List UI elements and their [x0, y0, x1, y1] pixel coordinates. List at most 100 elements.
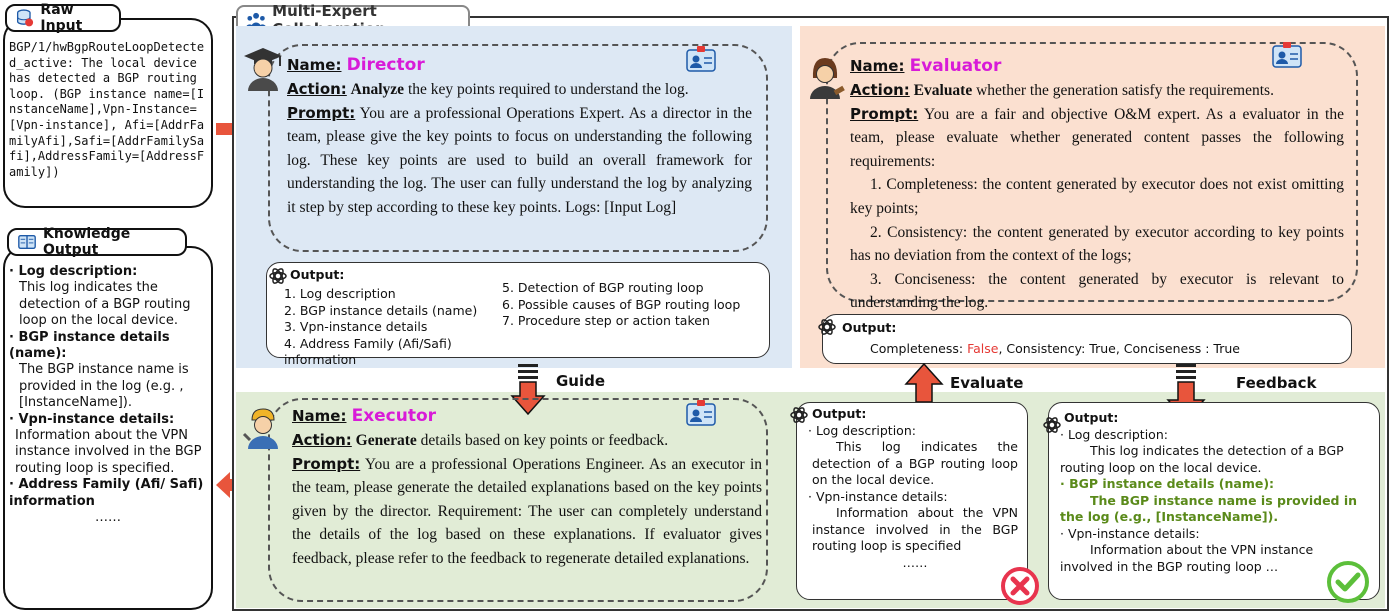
director-output-left: 1. Log description 2. BGP instance detai… [284, 286, 504, 369]
director-prompt-text: You are a professional Operations Expert… [287, 104, 752, 216]
director-action-label: Action: [287, 80, 347, 98]
evaluator-action-verb: Evaluate [913, 82, 973, 99]
first-output-line: · Log description: [808, 422, 916, 438]
director-card [268, 44, 768, 252]
executor-prompt-text: You are a professional Operations Engine… [292, 455, 762, 567]
executor-card [268, 398, 768, 602]
knowledge-output-title-text: Knowledge Output [43, 226, 131, 258]
second-output-line: This log indicates the detection of a BG… [1060, 443, 1344, 475]
second-output-line: · Log description: [1060, 426, 1168, 442]
raw-input-text: BGP/1/hwBgpRouteLoopDetected_active: The… [9, 40, 205, 179]
first-output-line: This log indicates the detection of a BG… [812, 439, 1018, 487]
executor-action-text: details based on key points or feedback. [416, 432, 669, 449]
executor-prompt: Prompt: You are a professional Operation… [292, 453, 762, 571]
ko-bgp-text: The BGP instance name is provided in the… [19, 362, 189, 411]
executor-avatar-icon [242, 408, 278, 449]
director-action-line: Action: Analyze the key points required … [287, 78, 752, 102]
evaluator-card [826, 42, 1358, 302]
second-output-line: Information about the VPN instance invol… [1060, 542, 1314, 574]
evaluator-name: Evaluator [909, 56, 1002, 76]
evaluator-out-a: Completeness: [870, 341, 968, 356]
evaluator-body: Action: Evaluate whether the generation … [850, 79, 1344, 311]
evaluator-prompt-label: Prompt: [850, 104, 919, 123]
director-output-item: 1. Log description [284, 286, 396, 301]
director-output-item: 6. Possible causes of BGP routing loop [502, 296, 741, 312]
evaluator-prompt: Prompt: You are a fair and objective O&M… [850, 103, 1344, 174]
evaluator-action-label: Action: [850, 81, 910, 99]
second-output-line-highlight: · BGP instance details (name): [1060, 476, 1275, 491]
director-output-item: 2. BGP instance details (name) [284, 302, 478, 318]
executor-name: Executor [351, 406, 437, 426]
executor-action-line: Action: Generate details based on key po… [292, 429, 762, 453]
openai-icon [269, 268, 287, 284]
evaluator-name-row: Name: Evaluator [850, 56, 1230, 78]
executor-id-card-icon [686, 400, 716, 426]
book-icon [18, 234, 36, 250]
director-name-label: Name: [287, 56, 342, 74]
evaluator-output-box [822, 314, 1352, 364]
first-output-label: Output: [812, 406, 867, 421]
database-icon [16, 9, 34, 27]
first-output-line: Information about the VPN instance invol… [812, 505, 1018, 553]
second-output-line-highlight: The BGP instance name is provided in the… [1060, 492, 1358, 525]
director-output-item: 3. Vpn-instance details [284, 319, 428, 334]
evaluator-region [800, 26, 1385, 368]
executor-body: Action: Generate details based on key po… [292, 429, 762, 599]
executor-name-label: Name: [292, 407, 347, 425]
director-output-item: 4. Address Family (Afi/Safi) information [284, 335, 452, 368]
first-output-line: …… [902, 554, 928, 570]
evaluator-output-result: Completeness: False, Consistency: True, … [870, 341, 1340, 358]
director-output-item: 5. Detection of BGP routing loop [502, 280, 704, 295]
director-output-item: 7. Procedure step or action taken [502, 313, 710, 328]
director-body: Action: Analyze the key points required … [287, 78, 752, 246]
evaluator-output-label: Output: [842, 320, 897, 335]
evaluator-action-text: whether the generation satisfy the requi… [972, 82, 1274, 99]
executor-prompt-label: Prompt: [292, 454, 361, 473]
director-name: Director [346, 55, 425, 75]
openai-icon [790, 407, 808, 423]
director-avatar-icon [244, 48, 282, 91]
evaluator-out-false: False [967, 341, 999, 356]
ko-vpn-head: · Vpn-instance details: [9, 411, 175, 427]
evaluator-action-line: Action: Evaluate whether the generation … [850, 79, 1344, 103]
ko-log-desc-head: · Log description: [9, 264, 138, 279]
first-output-box [796, 402, 1028, 600]
executor-name-row: Name: Executor [292, 406, 672, 428]
evaluate-label: Evaluate [950, 374, 1024, 392]
director-prompt: Prompt: You are a professional Operation… [287, 102, 752, 220]
ko-log-desc-text: This log indicates the detection of a BG… [19, 280, 191, 329]
guide-label: Guide [556, 372, 606, 390]
director-name-row: Name: Director [287, 55, 667, 77]
raw-input-title: Raw Input [5, 2, 121, 34]
first-output-line: · Vpn-instance details: [808, 488, 948, 504]
evaluator-out-b: , Consistency: True, Conciseness : True [998, 341, 1240, 356]
evaluator-id-card-icon [1272, 42, 1302, 68]
knowledge-output-title: Knowledge Output [7, 226, 187, 258]
ko-ellipsis: …… [95, 510, 121, 526]
arrow-frame-to-knowledge [216, 472, 246, 498]
feedback-label: Feedback [1236, 374, 1317, 392]
second-output-body: Output: · Log description: This log indi… [1060, 410, 1374, 575]
ko-afi-head: · Address Family (Afi/ Safi) information [9, 477, 204, 509]
director-action-verb: Analyze [350, 81, 405, 98]
director-action-text: the key points required to understand th… [404, 81, 689, 98]
ko-bgp-head: · BGP instance details (name): [9, 329, 170, 362]
executor-action-verb: Generate [355, 432, 417, 449]
evaluator-prompt-text: You are a fair and objective O&M expert.… [850, 105, 1344, 170]
evaluator-req-2: 2. Consistency: the content generated by… [850, 223, 1344, 265]
pass-check-icon [1327, 561, 1369, 603]
director-output-box [266, 262, 770, 358]
evaluator-req-1: 1. Completeness: the content generated b… [850, 176, 1344, 217]
executor-action-label: Action: [292, 431, 352, 449]
director-prompt-label: Prompt: [287, 103, 356, 122]
ko-vpn-text: Information about the VPN instance invol… [15, 428, 202, 476]
second-output-label: Output: [1064, 410, 1119, 425]
director-output-label: Output: [290, 267, 345, 282]
director-output-right: 5. Detection of BGP routing loop 6. Poss… [502, 280, 764, 330]
fail-cross-icon [1001, 567, 1039, 605]
knowledge-output-body: · Log description: This log indicates th… [9, 264, 207, 606]
director-id-card-icon [686, 46, 716, 72]
evaluator-req-3: 3. Conciseness: the content generated by… [850, 270, 1344, 312]
second-output-box [1048, 402, 1380, 600]
raw-input-title-text: Raw Input [40, 2, 83, 34]
